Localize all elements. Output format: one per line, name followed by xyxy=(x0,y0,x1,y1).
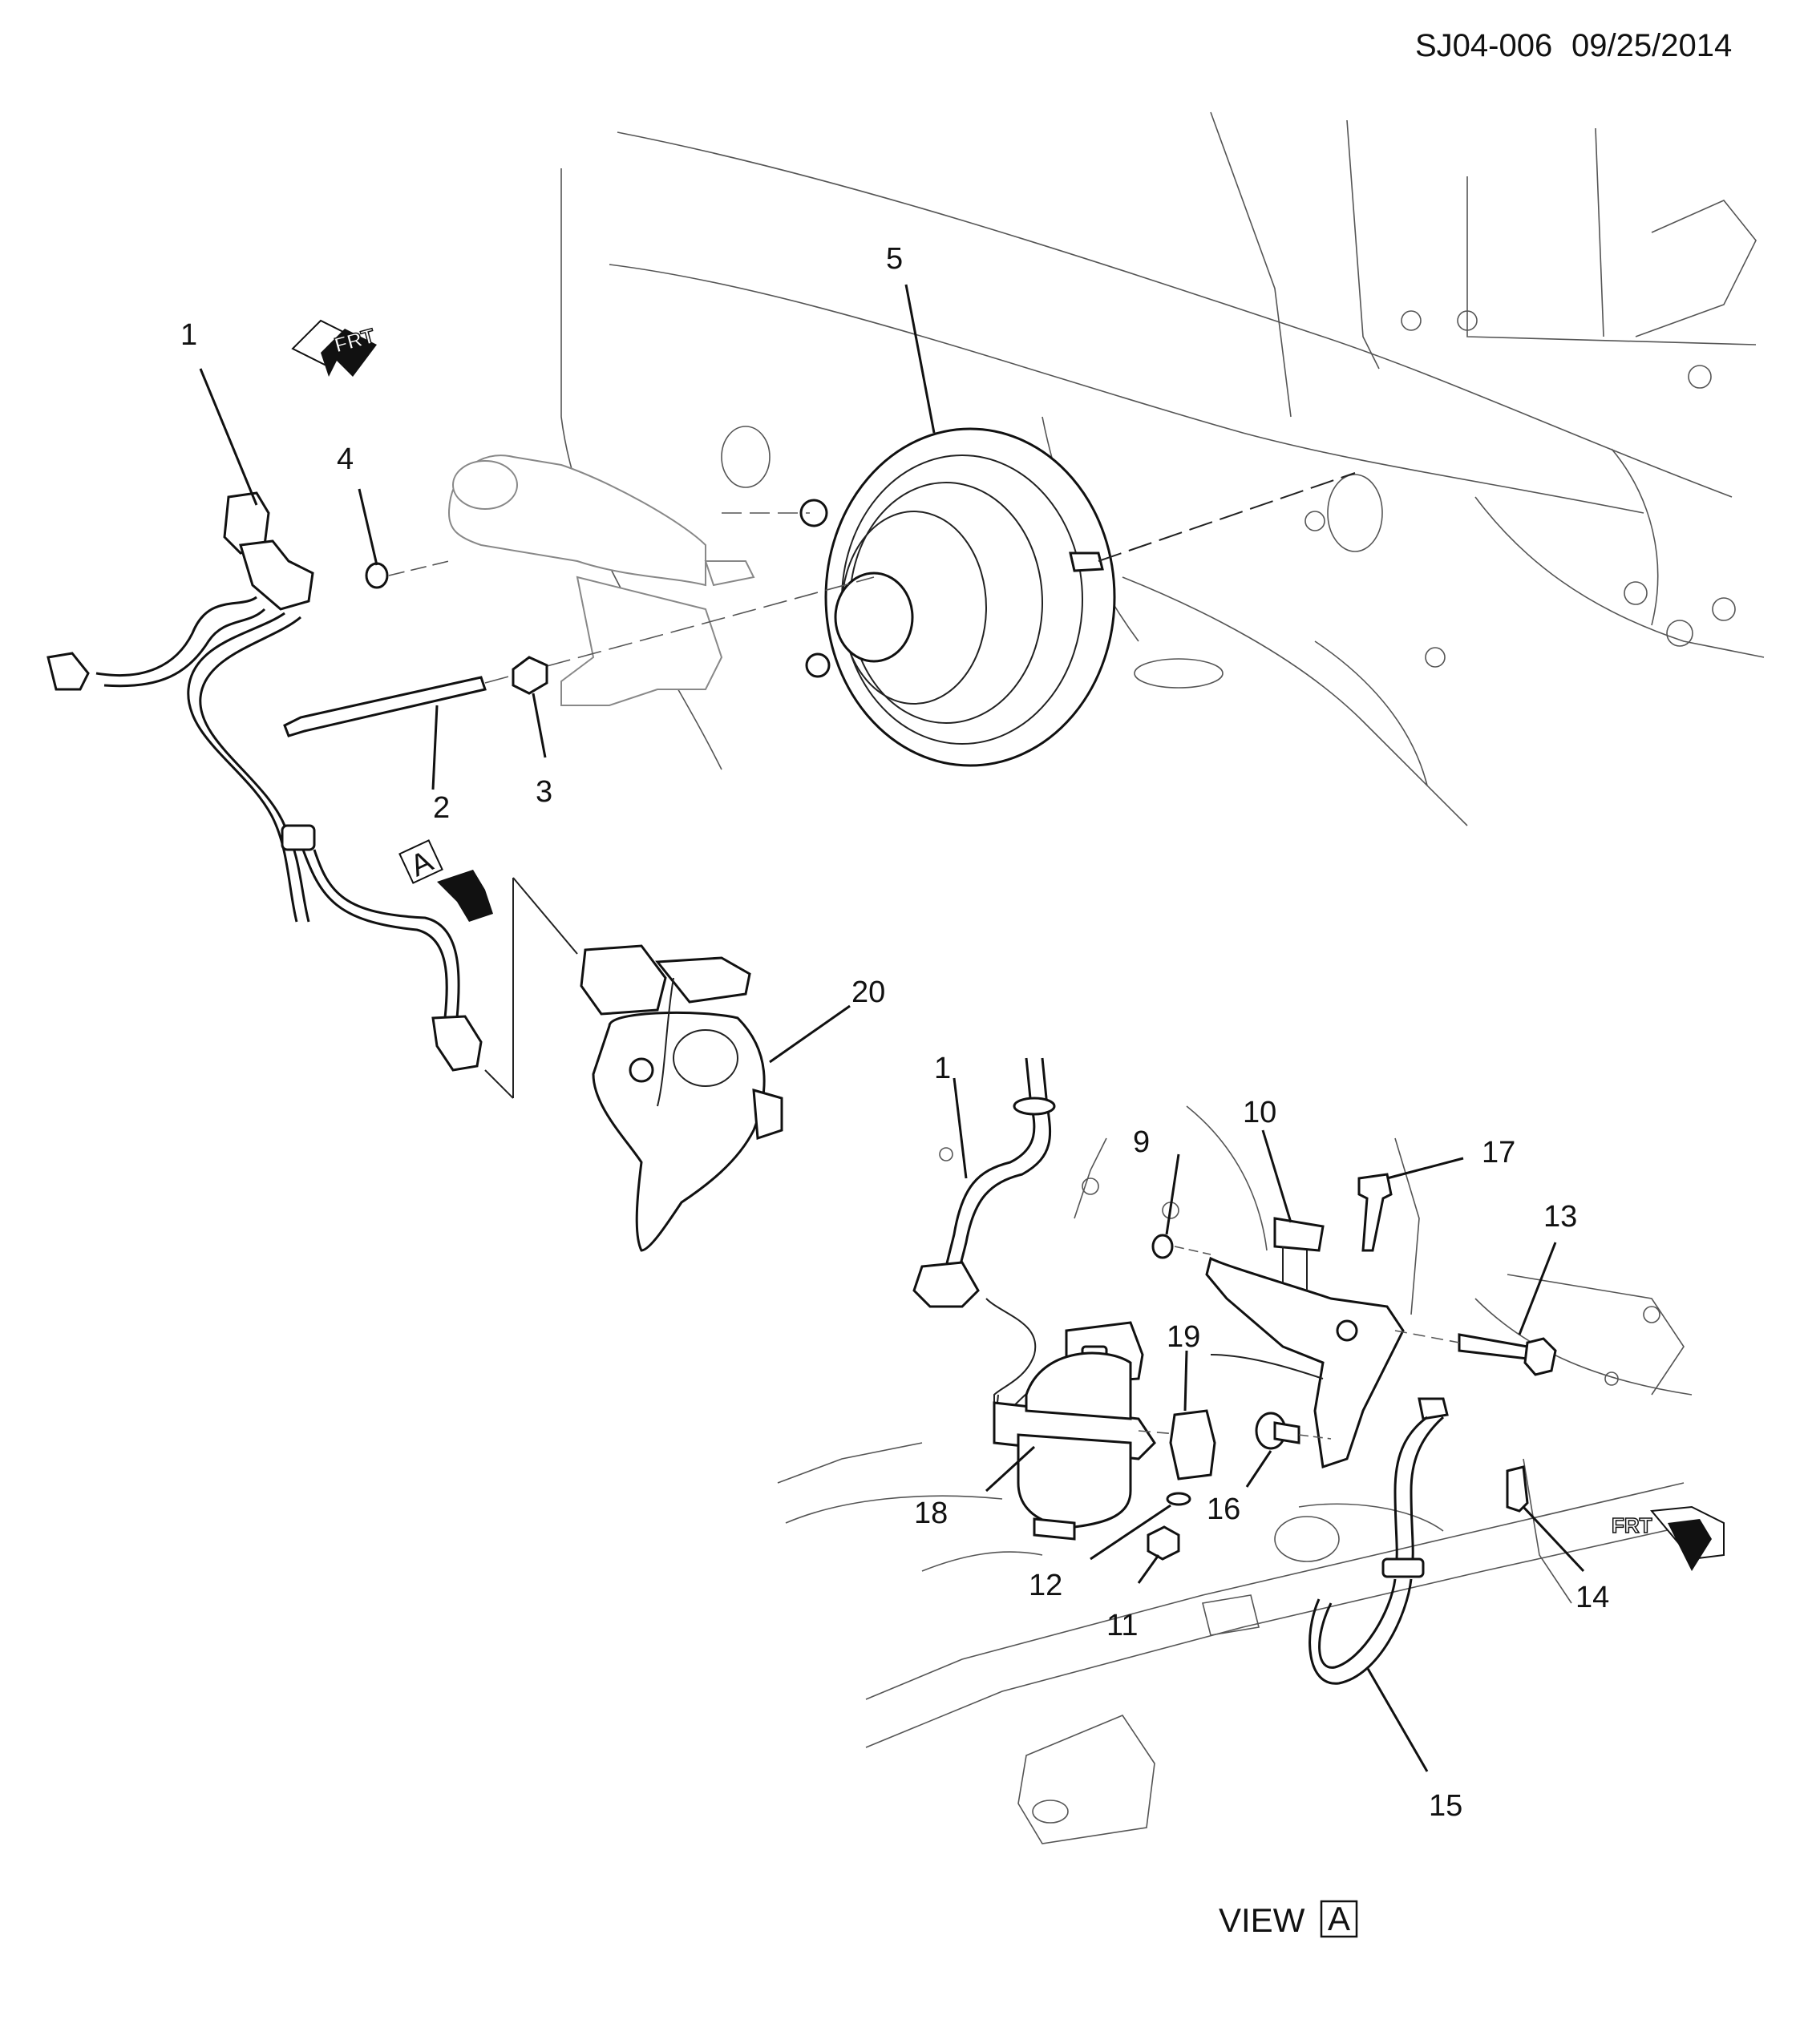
callout-label: 17 xyxy=(1482,1136,1515,1169)
pump-bracket xyxy=(1205,1217,1405,1468)
front-label-view-a: FRT xyxy=(1612,1513,1652,1537)
vacuum-pump-assembly xyxy=(580,944,783,1252)
brake-booster xyxy=(799,427,1356,767)
callout-label: 10 xyxy=(1243,1096,1276,1129)
vehicle-body-structure-view-a xyxy=(777,1105,1701,1844)
leader-lines xyxy=(199,284,1585,1772)
diagram-code: SJ04-006 xyxy=(1415,28,1552,63)
callout-label: 1 xyxy=(180,318,197,352)
vacuum-hose-lower xyxy=(1309,1397,1449,1685)
vacuum-hose-assembly-top xyxy=(47,491,483,1072)
stud-bolt xyxy=(283,576,875,737)
mounting-bolt xyxy=(1394,1330,1557,1376)
view-caption-key: A xyxy=(1328,1900,1350,1937)
washer-small xyxy=(1166,1492,1191,1506)
callout-label: 18 xyxy=(914,1497,948,1530)
hex-nut xyxy=(512,656,548,695)
flange-bolt xyxy=(1255,1412,1332,1450)
nut-small xyxy=(1147,1525,1180,1561)
callout-label: 13 xyxy=(1543,1200,1577,1234)
front-direction-arrow-top: FRT xyxy=(291,319,378,377)
callout-label: 3 xyxy=(536,775,552,809)
callout-label: 19 xyxy=(1167,1320,1200,1354)
callout-label: 2 xyxy=(433,791,450,825)
front-direction-arrow-view-a: FRT xyxy=(1611,1505,1725,1571)
callout-label: 9 xyxy=(1133,1125,1150,1159)
master-cylinder-ghost xyxy=(447,454,810,706)
hose-clip xyxy=(1506,1465,1529,1513)
front-label-top: FRT xyxy=(332,324,378,357)
bracket-bolt xyxy=(1357,1173,1393,1252)
washer-bracket xyxy=(1151,1234,1174,1259)
vehicle-body-structure-top xyxy=(560,111,1765,826)
callout-label: 20 xyxy=(851,976,885,1009)
callout-label: 4 xyxy=(337,442,354,476)
callout-label: 14 xyxy=(1575,1581,1609,1614)
callout-label: 1 xyxy=(934,1052,951,1085)
callout-label: 11 xyxy=(1106,1609,1138,1642)
view-a-marker: A xyxy=(398,839,578,1099)
callout-label: 15 xyxy=(1429,1789,1462,1823)
vacuum-hose-view-a xyxy=(912,1057,1056,1407)
view-caption-prefix: VIEW xyxy=(1219,1901,1305,1939)
view-caption: VIEW A xyxy=(1219,1900,1358,1939)
callout-label: 5 xyxy=(886,242,903,276)
washer xyxy=(365,562,389,589)
diagram-date: 09/25/2014 xyxy=(1571,28,1732,63)
callouts: 1 2 3 4 5 20 1 9 10 17 13 19 18 16 12 11… xyxy=(180,242,1609,1823)
electric-vacuum-pump xyxy=(993,1321,1187,1541)
callout-label: 12 xyxy=(1029,1569,1062,1602)
grommet xyxy=(1169,1409,1216,1480)
callout-label: 16 xyxy=(1207,1493,1240,1526)
